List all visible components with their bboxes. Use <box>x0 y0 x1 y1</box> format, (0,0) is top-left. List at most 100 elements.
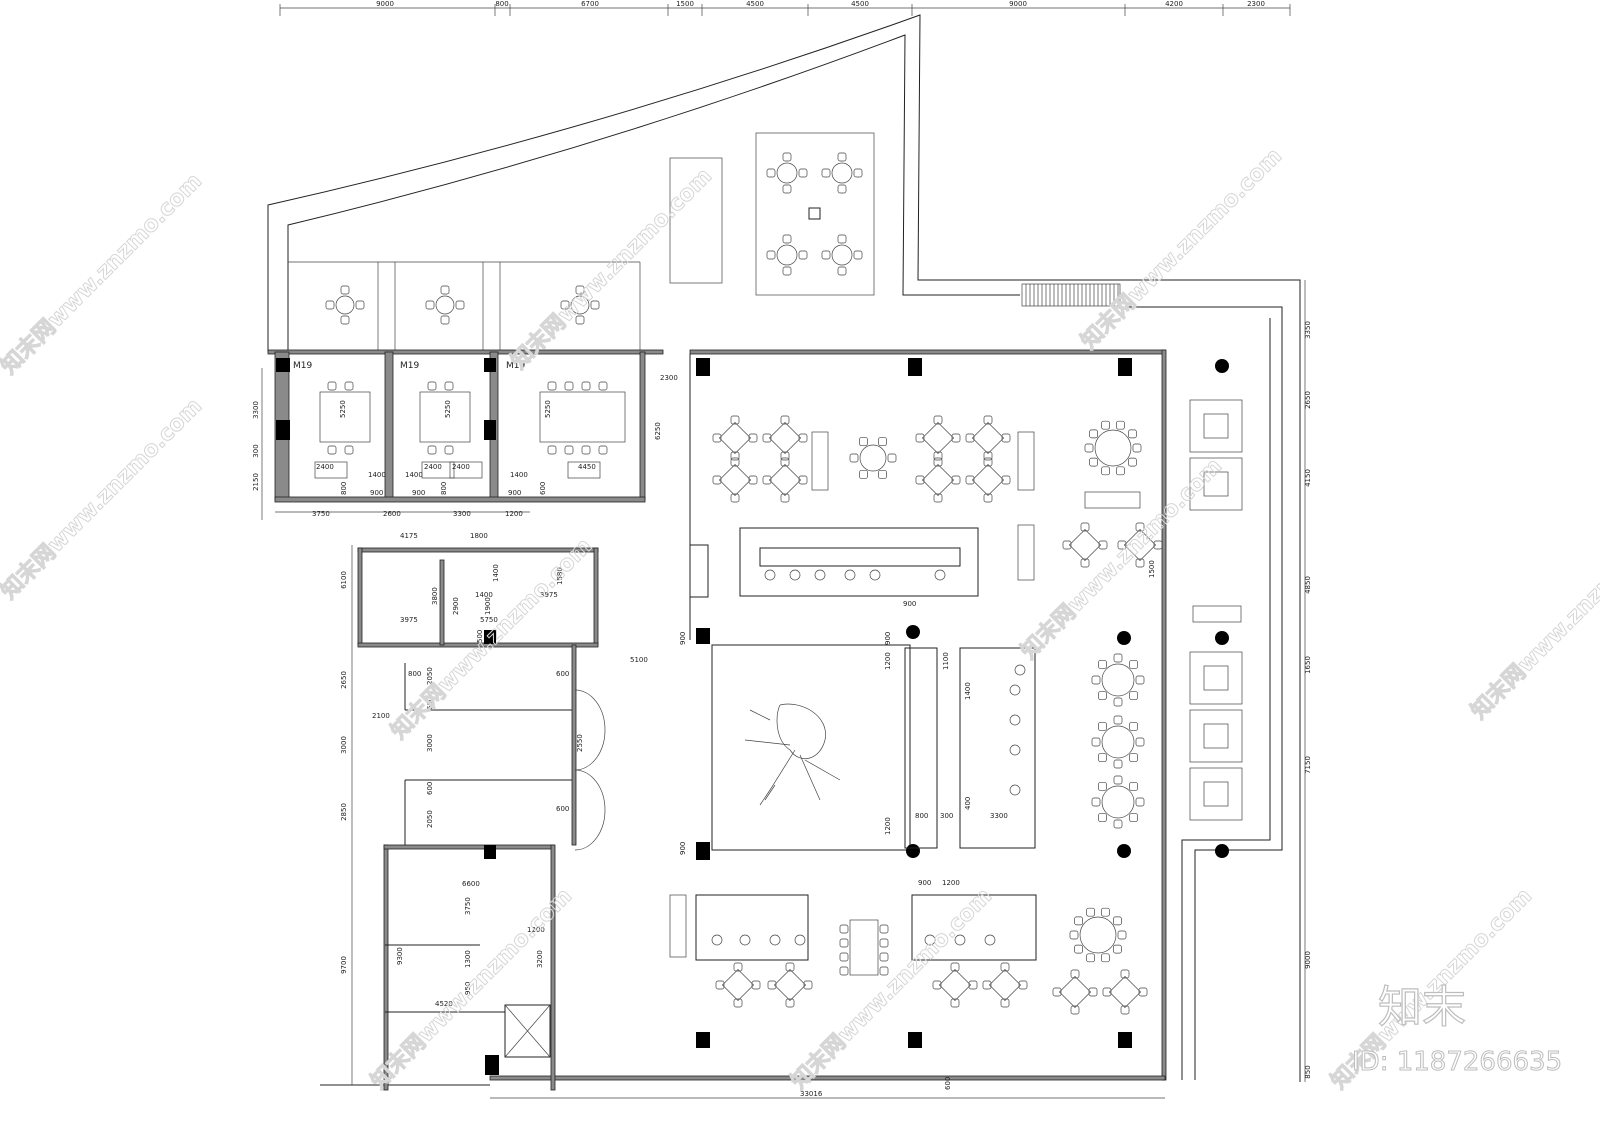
dim-label: 600 <box>426 697 434 710</box>
table <box>831 244 853 266</box>
dim-label: 5250 <box>339 400 347 418</box>
dim-label: 3350 <box>1304 321 1312 339</box>
dim-label: 2400 <box>452 463 470 471</box>
dim-label: 900 <box>918 879 931 887</box>
chair <box>1128 457 1137 467</box>
chair <box>715 980 725 990</box>
chair <box>590 300 600 310</box>
chair <box>798 433 808 443</box>
chair <box>1001 475 1011 485</box>
dim-label: 5250 <box>544 400 552 418</box>
chair <box>564 445 574 455</box>
chair <box>766 250 776 260</box>
watermark-text: 知末网www.znzmo.com <box>506 163 717 374</box>
table <box>1108 975 1142 1009</box>
dim-label: 3300 <box>990 812 1008 820</box>
table <box>1203 781 1229 807</box>
chair <box>853 250 863 260</box>
stove-burner <box>739 934 751 946</box>
chair <box>859 437 868 446</box>
chair <box>730 457 740 467</box>
chair <box>1074 944 1083 954</box>
chair <box>547 445 557 455</box>
dim-label: 1200 <box>884 817 892 835</box>
chair <box>581 445 591 455</box>
chair <box>712 475 722 485</box>
dim-label: 2100 <box>372 712 390 720</box>
table <box>1058 975 1092 1009</box>
chair <box>879 938 889 948</box>
chair <box>1102 987 1112 997</box>
round-table-set <box>1091 715 1145 769</box>
dim-label: 1500 <box>676 0 694 8</box>
table <box>1101 663 1135 697</box>
chair <box>1018 980 1028 990</box>
dim-label: 4850 <box>1304 576 1312 594</box>
chair <box>1129 660 1138 669</box>
chair <box>1129 813 1138 822</box>
chair <box>780 457 790 467</box>
table <box>768 463 802 497</box>
chair <box>821 168 831 178</box>
dim-label: 6600 <box>462 880 480 888</box>
round-column <box>1117 631 1131 645</box>
dim-label: 1100 <box>942 652 950 670</box>
chair <box>1052 987 1062 997</box>
chair <box>575 315 585 325</box>
dining-table-set <box>419 381 471 455</box>
stove-burner <box>1009 744 1021 756</box>
square-table-set <box>715 962 761 1008</box>
chair <box>839 966 849 976</box>
chair <box>932 980 942 990</box>
booth-seat <box>1189 399 1243 453</box>
chair <box>344 381 354 391</box>
table <box>1203 471 1229 497</box>
square-table-set <box>965 457 1011 503</box>
dim-label: 900 <box>679 842 687 855</box>
watermark-text: 知末网www.znzmo.com <box>786 883 997 1094</box>
chair <box>1086 953 1095 963</box>
dim-label: 1200 <box>942 879 960 887</box>
chair <box>798 250 808 260</box>
right-dimension-chain: 3350 2650 4150 4850 1650 7150 9000 850 <box>1304 280 1312 1082</box>
dim-label: 900 <box>412 489 425 497</box>
chair <box>951 475 961 485</box>
chair <box>849 453 859 463</box>
round-table-set <box>821 152 863 194</box>
booth <box>1189 399 1243 453</box>
chair <box>1098 813 1107 822</box>
chair <box>1138 987 1148 997</box>
chair <box>427 445 437 455</box>
watermark-logo: 知末 <box>1378 982 1466 1033</box>
dim-label: 900 <box>903 600 916 608</box>
chair <box>837 184 847 194</box>
chair <box>837 152 847 162</box>
square-table-set <box>915 415 961 461</box>
dim-label: 800 <box>340 482 348 495</box>
chair <box>983 451 993 461</box>
structural-column <box>696 628 710 644</box>
dim-label: 1400 <box>964 682 972 700</box>
chair <box>1129 753 1138 762</box>
chair <box>879 952 889 962</box>
chair <box>1098 660 1107 669</box>
square-table-set <box>1117 522 1163 568</box>
booth-seat <box>1189 767 1243 821</box>
dim-label: 600 <box>539 482 547 495</box>
dim-label: 4200 <box>1165 0 1183 8</box>
dim-label: 4150 <box>1304 469 1312 487</box>
dim-label: 500 <box>476 630 484 643</box>
chair <box>878 437 887 446</box>
chair <box>879 924 889 934</box>
chair <box>1128 429 1137 439</box>
chair <box>1062 540 1072 550</box>
dim-label: 1400 <box>368 471 386 479</box>
dim-label: 3750 <box>312 510 330 518</box>
dim-label: 3000 <box>340 736 348 754</box>
chair <box>837 234 847 244</box>
table <box>335 295 355 315</box>
chair <box>1113 697 1123 707</box>
watermark-text: 知末网www.znzmo.com <box>0 393 207 604</box>
structural-column <box>1118 358 1132 376</box>
